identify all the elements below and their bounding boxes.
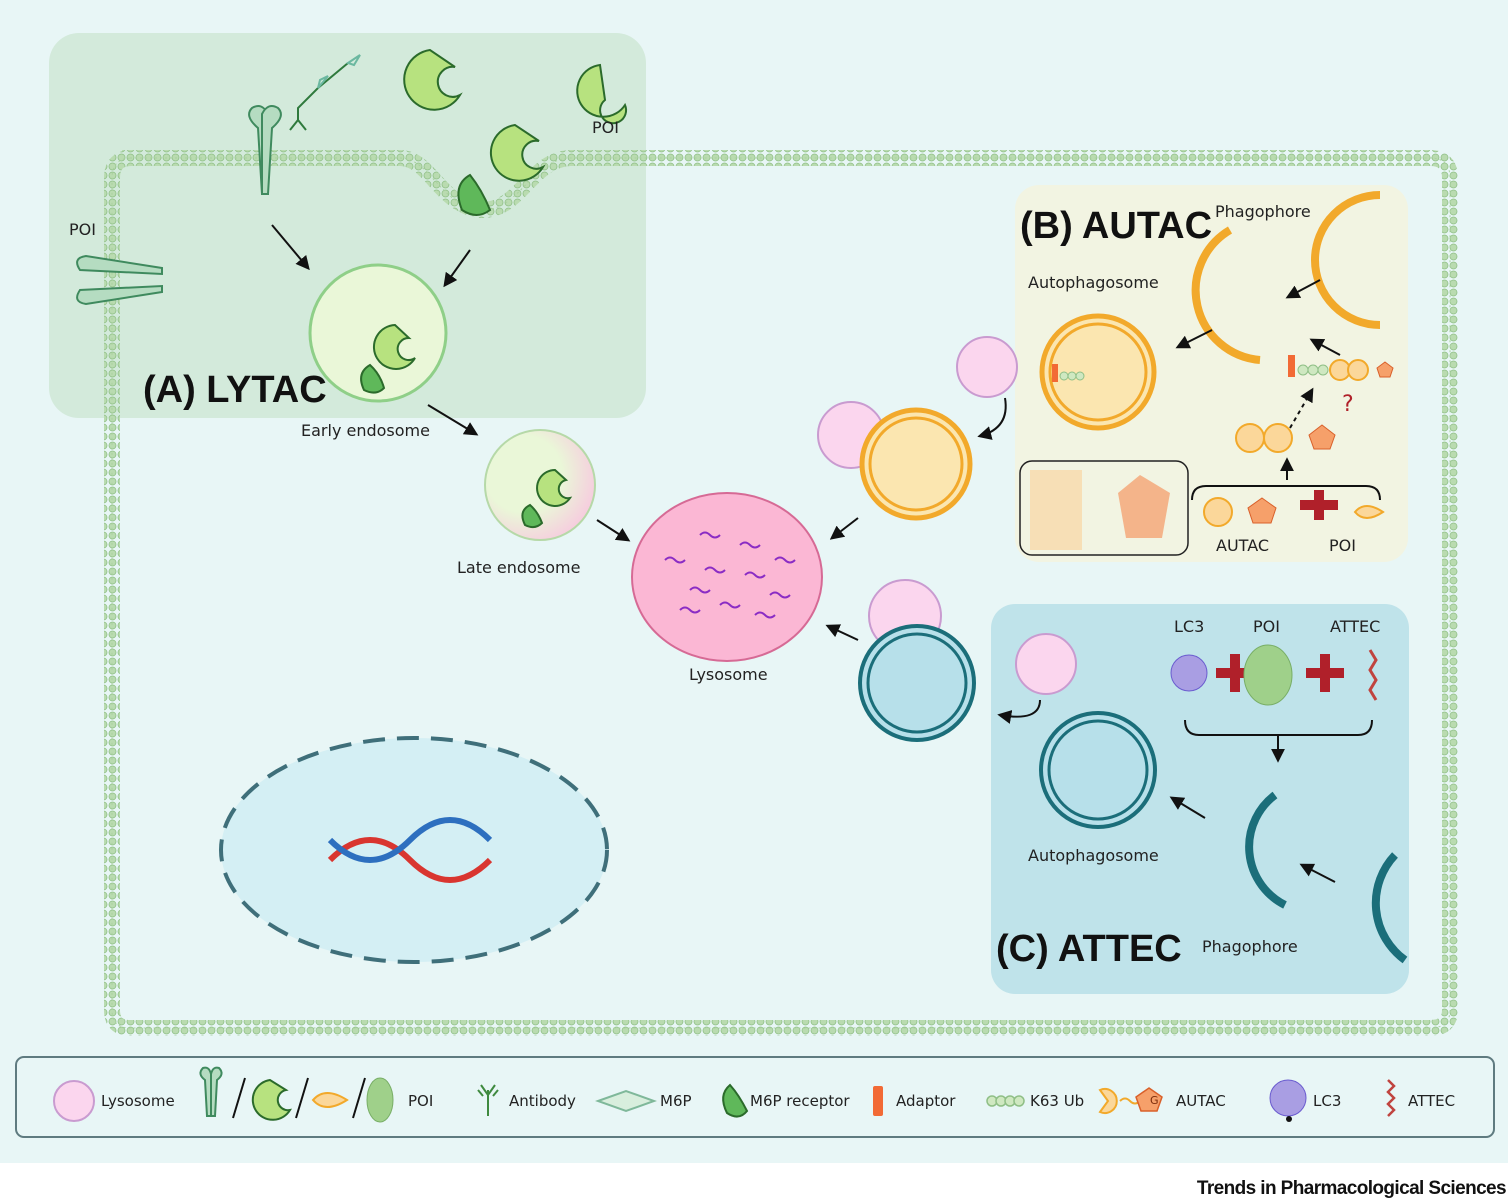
lytac-panel bbox=[49, 33, 646, 418]
attec-phagophore-2 bbox=[1371, 852, 1408, 964]
poi-crescents bbox=[403, 48, 628, 182]
poi-protein bbox=[1243, 644, 1293, 706]
attec-autolysosome bbox=[858, 624, 976, 742]
label-autac-autac: AUTAC bbox=[1216, 536, 1270, 555]
attec-molecule bbox=[1368, 649, 1378, 701]
dna-strand-red bbox=[327, 837, 493, 883]
label-poi-left: POI bbox=[69, 220, 96, 239]
label-autac-poi: POI bbox=[1329, 536, 1356, 555]
lytac-title: (A) LYTAC bbox=[143, 369, 327, 411]
attec-title: (C) ATTEC bbox=[996, 928, 1182, 970]
legend-label-m6p: M6P bbox=[660, 1092, 692, 1110]
label-attec-phagophore: Phagophore bbox=[1202, 937, 1298, 956]
legend-label-k63-ub: K63 Ub bbox=[1030, 1092, 1085, 1110]
m6p-receptor-membrane bbox=[457, 173, 492, 216]
autac-autophagosome bbox=[1039, 313, 1157, 431]
attec-icon bbox=[1386, 1079, 1396, 1117]
antibody-m6p-conjugate bbox=[289, 54, 361, 131]
label-attec-poi: POI bbox=[1253, 617, 1280, 636]
lysosome-icon bbox=[53, 1080, 95, 1122]
label-autac-phagophore: Phagophore bbox=[1215, 202, 1311, 221]
autac-title: (B) AUTAC bbox=[1020, 205, 1213, 247]
k63-ub-icon bbox=[986, 1095, 1025, 1107]
autac-phagophore-1 bbox=[1191, 226, 1261, 364]
lc3-protein bbox=[1170, 654, 1208, 692]
lysosome-contents bbox=[664, 531, 796, 619]
legend-label-autac: AUTAC bbox=[1176, 1092, 1226, 1110]
attec-autophagosome bbox=[1039, 711, 1157, 829]
plus-sign bbox=[1300, 490, 1338, 520]
label-autac-autophagosome: Autophagosome bbox=[1028, 273, 1159, 292]
autac-autolysosome bbox=[859, 407, 973, 521]
legend-label-adaptor: Adaptor bbox=[896, 1092, 956, 1110]
nucleus bbox=[219, 736, 609, 964]
journal-footer: Trends in Pharmacological Sciences bbox=[1196, 1178, 1507, 1199]
legend-label-lc3: LC3 bbox=[1313, 1092, 1342, 1110]
label-poi-top: POI bbox=[592, 118, 619, 137]
autac-icon bbox=[1098, 1087, 1163, 1114]
label-attec-lc3: LC3 bbox=[1174, 617, 1205, 636]
legend-label-attec: ATTEC bbox=[1408, 1092, 1456, 1110]
label-attec-autophagosome: Autophagosome bbox=[1028, 846, 1159, 865]
label-attec-attec: ATTEC bbox=[1330, 617, 1381, 636]
legend-label-antibody: Antibody bbox=[509, 1092, 576, 1110]
label-lysosome: Lysosome bbox=[689, 665, 768, 684]
poi-icons bbox=[199, 1066, 394, 1123]
lc3-icon bbox=[1269, 1079, 1307, 1122]
label-early-endosome: Early endosome bbox=[301, 421, 430, 440]
autac-phagophore-2 bbox=[1311, 191, 1381, 329]
legend-label-lysosome: Lysosome bbox=[101, 1092, 175, 1110]
adaptor-icon bbox=[873, 1086, 883, 1116]
attec-phagophore-1 bbox=[1245, 791, 1287, 909]
poi-receptor-membrane bbox=[76, 105, 282, 306]
antibody-icon bbox=[477, 1084, 499, 1116]
lysosome-central bbox=[631, 492, 823, 662]
legend-label-poi: POI bbox=[408, 1092, 434, 1110]
attec-panel bbox=[991, 604, 1409, 994]
legend-g-letter: G bbox=[1150, 1094, 1159, 1107]
m6p-receptor-icon bbox=[722, 1083, 749, 1118]
m6p-icon bbox=[595, 1089, 657, 1113]
question-mark: ? bbox=[1342, 392, 1354, 417]
label-late-endosome: Late endosome bbox=[457, 558, 581, 577]
dna-strand-blue bbox=[327, 817, 493, 863]
legend-label-m6p-receptor: M6P receptor bbox=[750, 1092, 850, 1110]
